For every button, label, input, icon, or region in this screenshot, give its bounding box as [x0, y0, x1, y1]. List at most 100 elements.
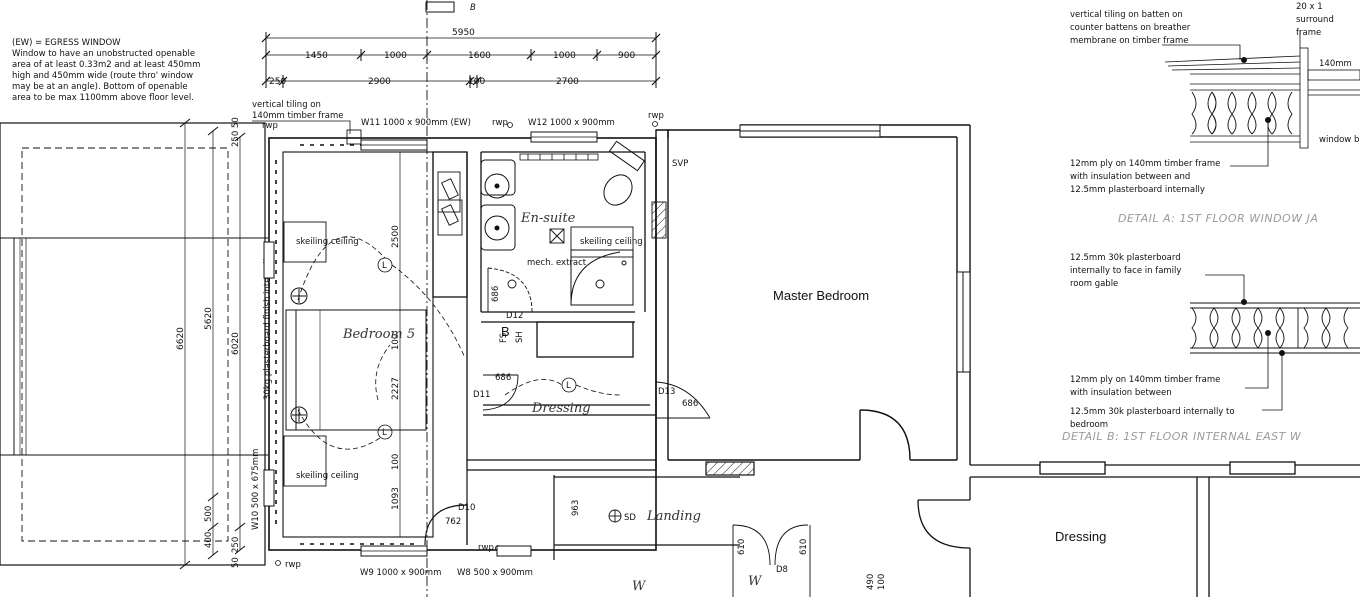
dim-vertical: 6020 — [231, 332, 241, 355]
dim-label: 100 — [468, 77, 485, 87]
svp-hatch — [651, 201, 667, 239]
window-label: W11 1000 x 900mm (EW) — [361, 118, 471, 128]
dim-label: 686 — [491, 286, 501, 302]
master-window — [739, 124, 971, 373]
detail-a: vertical tiling on batten on counter bat… — [1070, 2, 1360, 225]
door-tag: D11 — [473, 390, 490, 400]
detail-note: 12mm ply on 140mm timber frame — [1070, 159, 1220, 169]
bed — [285, 287, 427, 431]
window-label: W10 500 x 675mm — [251, 449, 261, 530]
svp-tag: SVP — [672, 159, 688, 169]
window-w9 — [360, 545, 428, 557]
detail-note: membrane on timber frame — [1070, 36, 1189, 46]
dim-vertical: 6620 — [176, 327, 186, 350]
room-label-landing: Landing — [646, 509, 701, 524]
dim-label: 2900 — [368, 77, 391, 87]
detail-note: 20 x 1 — [1296, 2, 1323, 12]
section-marker: B — [425, 1, 476, 13]
room-label-master: Master Bedroom — [773, 288, 869, 303]
dim-label: 1600 — [468, 51, 491, 61]
detail-note: 12mm ply on 140mm timber frame — [1070, 375, 1220, 385]
dim-label: 610 — [799, 539, 809, 555]
dim-label: 250 — [269, 77, 286, 87]
detail-note: internally to face in family — [1070, 266, 1181, 276]
detail-note: 12.5mm 30k plasterboard internally to — [1070, 407, 1235, 417]
detail-title: DETAIL A: 1ST FLOOR WINDOW JA — [1118, 212, 1318, 225]
window-w12 — [530, 131, 598, 143]
dim-overall: 5950 — [452, 28, 475, 38]
detail-note: 12.5mm 30k plasterboard — [1070, 253, 1181, 263]
roof-outline — [0, 118, 268, 570]
door-swing — [732, 524, 811, 597]
detail-note: counter battens on breather — [1070, 23, 1191, 33]
dim-vertical: 500 — [204, 506, 214, 522]
dim-label: 2700 — [556, 77, 579, 87]
sh-tag: SH — [515, 331, 525, 343]
detail-note: 12.5mm plasterboard internally — [1070, 185, 1205, 195]
dim-vertical: 50 — [231, 117, 241, 128]
lower-walls — [917, 461, 1360, 597]
skeiling-label: skeiling ceiling — [580, 237, 643, 247]
door-swing — [487, 267, 533, 313]
detail-note: frame — [1296, 28, 1321, 38]
detail-note: with insulation between and — [1070, 172, 1190, 182]
dim-label: 686 — [495, 373, 511, 383]
window-w8 — [496, 545, 532, 557]
skeiling-label: skeiling ceiling — [296, 237, 359, 247]
window-w10 — [263, 241, 275, 507]
detail-note: bedroom — [1070, 420, 1108, 430]
dim-label: 1000 — [553, 51, 576, 61]
detail-note: 140mm — [1319, 59, 1352, 69]
wardrobe-tag: W — [632, 579, 647, 594]
window-label: W12 1000 x 900mm — [528, 118, 615, 128]
section-label: B — [470, 3, 476, 13]
rwp-tag: rwp — [285, 560, 301, 570]
dim-vertical: 1093 — [391, 487, 401, 510]
door-tag: D8 — [776, 565, 788, 575]
egress-note-line: Window to have an unobstructed openable — [12, 49, 195, 59]
switch-wiring — [297, 236, 621, 450]
sd-tag: SD — [624, 513, 636, 523]
window-label: W9 1000 x 900mm — [360, 568, 441, 578]
skeiling-label: skeiling ceiling — [296, 471, 359, 481]
dim-vertical: 400 — [204, 532, 214, 548]
mech-extract-label: mech. extract — [527, 258, 587, 268]
dim-vertical: 2500 — [391, 225, 401, 248]
note-line: 140mm timber frame — [252, 111, 344, 121]
dim-label: 963 — [571, 500, 581, 516]
dim-label: 610 — [737, 539, 747, 555]
egress-note-line: (EW) = EGRESS WINDOW — [12, 38, 121, 48]
dimension-strings — [261, 32, 661, 88]
bedroom-walls — [268, 137, 657, 551]
dim-vertical: 250 — [231, 131, 241, 147]
detail-note: with insulation between — [1070, 388, 1172, 398]
rwp-tag: rwp — [648, 111, 664, 121]
towel-rail — [519, 153, 599, 161]
wardrobe-tag: W — [748, 574, 763, 589]
dim-label: 900 — [618, 51, 635, 61]
door-tag: D12 — [506, 311, 523, 321]
dim-label: 1450 — [305, 51, 328, 61]
dim-vertical: 5620 — [204, 307, 214, 330]
door-tag: D10 — [458, 503, 475, 513]
light-tag: L — [382, 261, 387, 271]
dim-vertical: 50 — [231, 557, 241, 568]
door-tag: D13 — [658, 387, 675, 397]
window-label: W8 500 x 900mm — [457, 568, 533, 578]
detail-note: vertical tiling on batten on — [1070, 10, 1183, 20]
light-tag: L — [566, 381, 571, 391]
note-line: vertical tiling on — [252, 100, 321, 110]
mech-extract-icon — [549, 228, 565, 244]
light-tag: L — [382, 428, 387, 438]
dim-label: 1000 — [384, 51, 407, 61]
room-label-dressing2: Dressing — [1055, 529, 1106, 544]
room-label-bedroom: Bedroom 5 — [342, 327, 415, 342]
detail-b: 12.5mm 30k plasterboard internally to fa… — [1062, 253, 1360, 443]
dim-label: 100 — [877, 574, 887, 590]
dim-label: 686 — [682, 399, 698, 409]
dim-label: 490 — [866, 574, 876, 590]
room-label-dressing: Dressing — [531, 401, 591, 416]
detail-note: window b — [1319, 135, 1359, 145]
dressing-door — [482, 374, 711, 420]
